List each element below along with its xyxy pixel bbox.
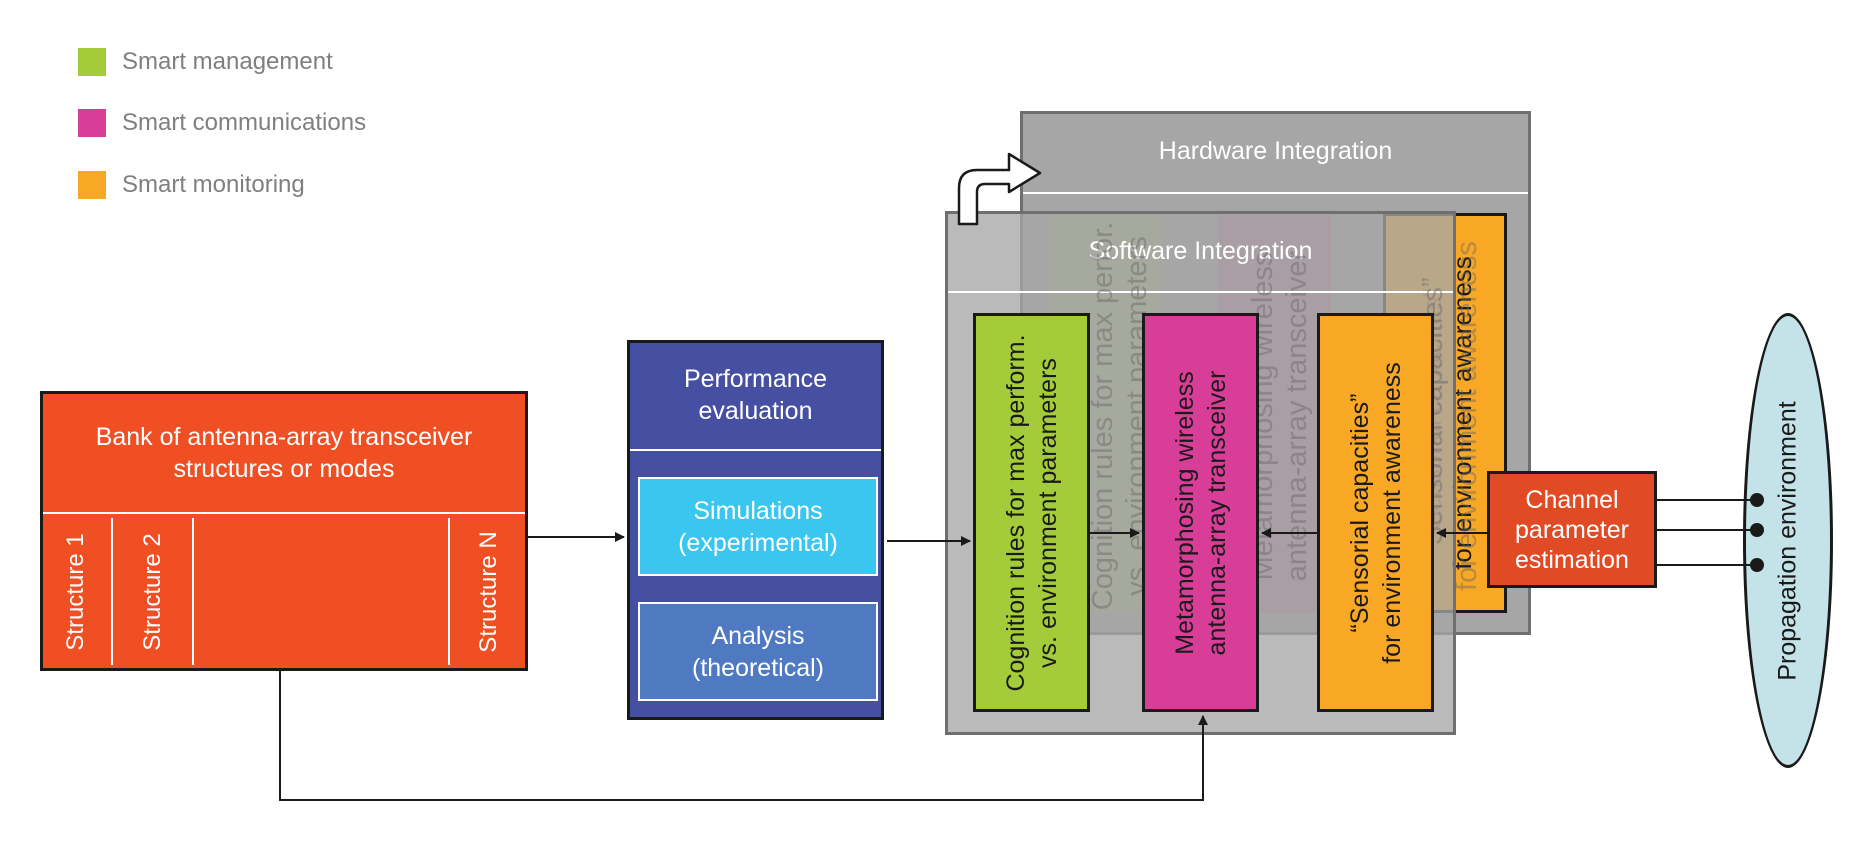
propagation-environment-ellipse: Propagation environment [1743, 313, 1833, 768]
link-dot-3 [1750, 558, 1764, 572]
performance-evaluation-title: Performance evaluation [683, 365, 828, 425]
structure-separator-2 [192, 518, 194, 665]
antenna-bank-title: Bank of antenna-array transceiver struct… [95, 423, 473, 483]
legend-item-management: Smart management [78, 47, 333, 77]
legend-item-monitoring: Smart monitoring [78, 170, 305, 200]
performance-evaluation-box: Performance evaluation Simulations (expe… [627, 340, 884, 720]
hardware-divider [1023, 192, 1528, 194]
bent-arrow-icon [957, 152, 1042, 226]
channel-parameter-estimation-box: Channel parameter estimation [1487, 471, 1657, 588]
legend-label-management: Smart management [122, 48, 333, 75]
link-dot-1 [1750, 493, 1764, 507]
link-dot-2 [1750, 523, 1764, 537]
legend-item-communications: Smart communications [78, 108, 366, 138]
legend-label-communications: Smart communications [122, 109, 367, 136]
antenna-bank-box: Bank of antenna-array transceiver struct… [40, 391, 528, 671]
legend-label-monitoring: Smart monitoring [122, 171, 305, 198]
structure-separator-1 [111, 518, 113, 665]
sensorial-capacities-box: “Sensorial capacities” for environment a… [1317, 313, 1434, 712]
legend-swatch-communications [78, 109, 106, 137]
legend-swatch-management [78, 48, 106, 76]
software-divider [948, 291, 1453, 293]
antenna-bank-divider [43, 512, 525, 514]
performance-divider [630, 449, 881, 451]
software-integration-title: Software Integration [1088, 236, 1313, 265]
simulations-box: Simulations (experimental) [638, 477, 878, 576]
analysis-box: Analysis (theoretical) [638, 602, 878, 701]
cognition-rules-box: Cognition rules for max perform. vs. env… [973, 313, 1090, 712]
metamorphosing-transceiver-box: Metamorphosing wireless antenna-array tr… [1142, 313, 1259, 712]
structure-separator-3 [448, 518, 450, 665]
legend-swatch-monitoring [78, 171, 106, 199]
feedback-line-bank-to-metamorph [279, 671, 1208, 801]
hardware-integration-title: Hardware Integration [1158, 137, 1393, 165]
